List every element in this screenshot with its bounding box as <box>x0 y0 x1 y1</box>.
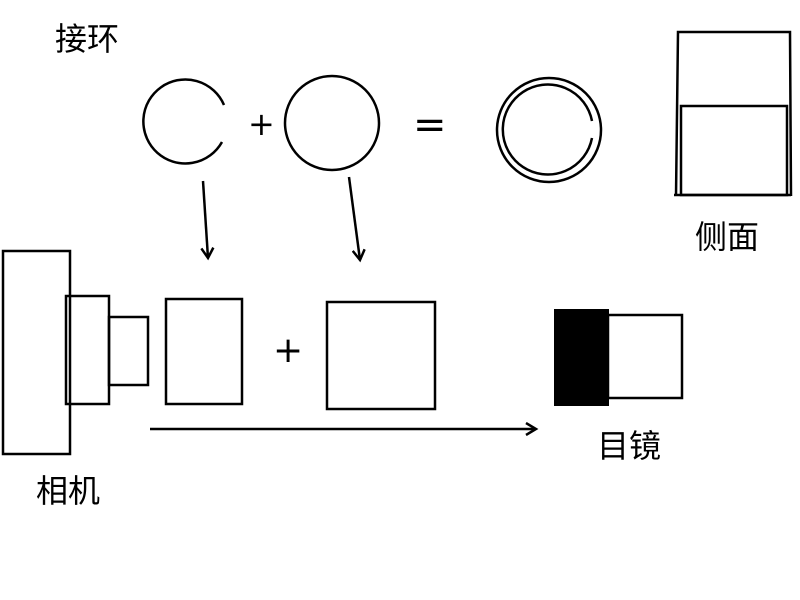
side-view-label: 侧面 <box>695 218 759 256</box>
combined-ring-shape <box>495 76 603 184</box>
camera-shape <box>1 249 150 456</box>
eyepiece-label: 目镜 <box>597 427 661 465</box>
side-view-shape <box>674 30 793 197</box>
plus-sign-top: + <box>248 105 275 143</box>
arrow-open-ring-down <box>203 180 208 258</box>
plus-sign-bottom: + <box>273 330 303 371</box>
arrow-closed-ring-down <box>347 176 360 260</box>
camera-label: 相机 <box>36 472 100 510</box>
closed-ring-shape <box>283 74 381 172</box>
closed-ring-side-box <box>325 300 437 411</box>
adapter-ring-label: 接环 <box>55 20 119 58</box>
eyepiece-shape <box>554 309 684 406</box>
open-ring-side-box <box>164 297 244 406</box>
open-ring-shape <box>142 78 226 165</box>
equals-sign: = <box>413 102 447 148</box>
